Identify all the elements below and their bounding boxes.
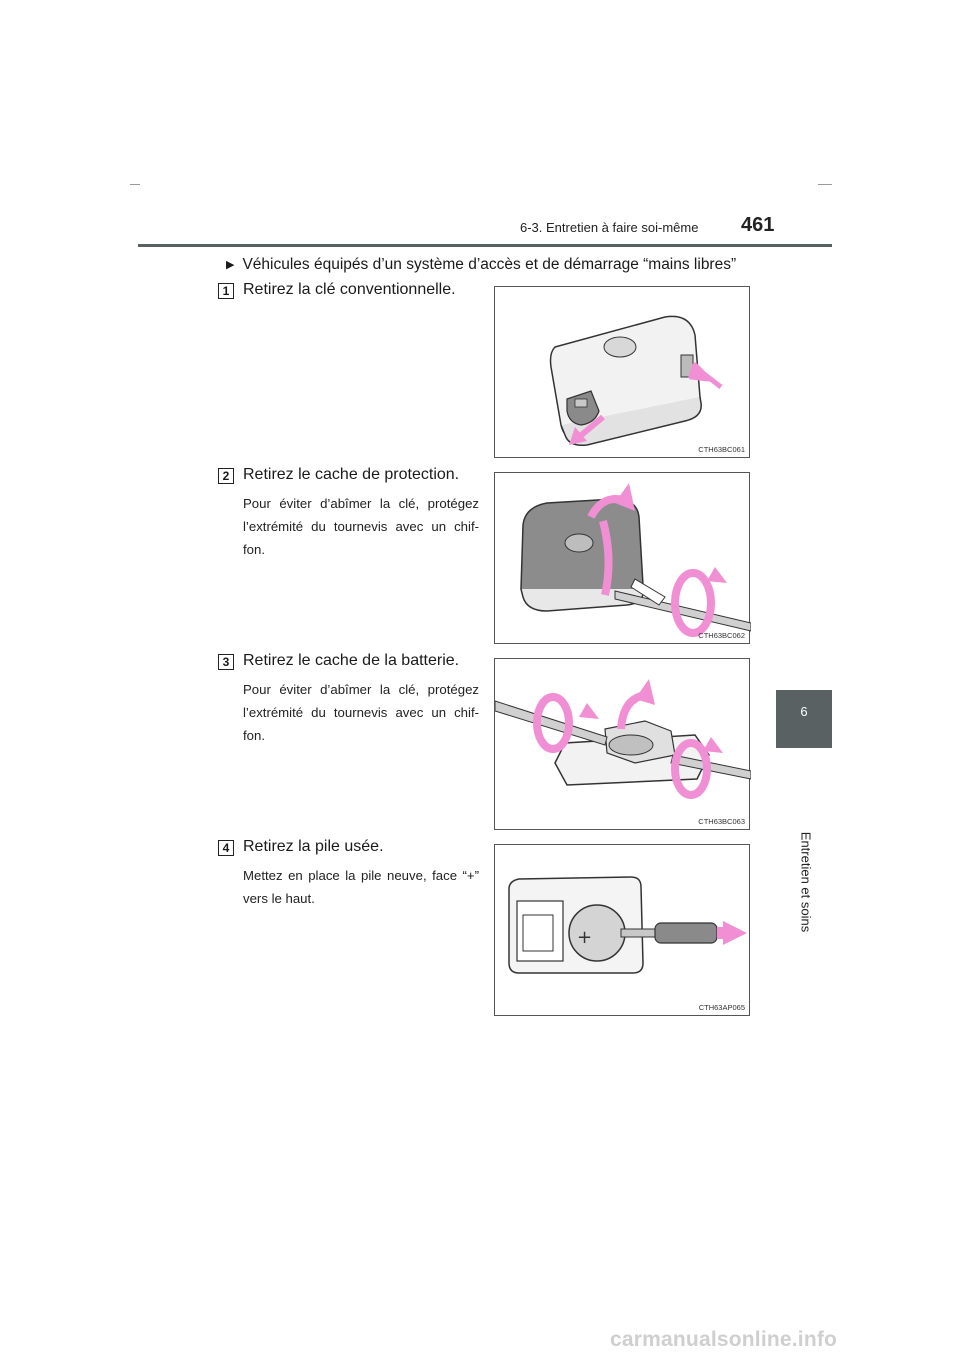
step-number-4: 4 [218, 840, 234, 856]
crop-mark-left [130, 184, 140, 185]
triangle-right-icon: ▶ [226, 259, 235, 271]
page-number: 461 [741, 214, 775, 236]
step-number-3: 3 [218, 654, 234, 670]
figure-step-1: CTH63BC061 [494, 286, 750, 458]
chapter-number: 6 [800, 704, 808, 719]
step-description-4: Mettez en place la pile neuve, face “+” … [243, 868, 479, 906]
intro-text: Véhicules équipés d’un système d’accès e… [242, 256, 737, 273]
chapter-label: Entretien et soins [796, 832, 816, 932]
battery-cover-removal-illustration [495, 679, 751, 799]
intro-line: ▶ Véhicules équipés d’un système d’accès … [226, 256, 736, 274]
crop-mark-right [818, 184, 832, 185]
figure-step-3: CTH63BC063 [494, 658, 751, 830]
step-title-2: Retirez le cache de protection. [243, 466, 460, 483]
figure-step-2: CTH63BC062 [494, 472, 751, 644]
figure-caption-2: CTH63BC062 [698, 631, 745, 640]
step-description-2: Pour éviter d’abîmer la clé, protégez l’… [243, 496, 479, 557]
battery-replacement-illustration: + [508, 876, 747, 974]
step-title-1: Retirez la clé conventionnelle. [243, 281, 456, 298]
step-title-4: Retirez la pile usée. [243, 838, 384, 855]
chapter-label-text: Entretien et soins [798, 831, 814, 933]
figure-caption-4: CTH63AP065 [698, 1003, 745, 1012]
figure-step-4: + CTH63AP065 [494, 844, 750, 1016]
step-number-2: 2 [218, 468, 234, 484]
section-title: 6-3. Entretien à faire soi-même [520, 220, 699, 235]
step-title-3: Retirez le cache de la batterie. [243, 652, 460, 669]
chapter-tab: 6 [776, 690, 832, 748]
step-description-3: Pour éviter d’abîmer la clé, protégez l’… [243, 682, 479, 743]
header-rule [138, 244, 832, 247]
key-fob-remove-key-illustration [549, 315, 723, 447]
svg-text:+: + [577, 927, 592, 948]
key-fob-protection-cover-illustration [520, 483, 751, 637]
figure-caption-3: CTH63BC063 [698, 817, 745, 826]
step-number-1: 1 [218, 283, 234, 299]
watermark: carmanualsonline.info [610, 1328, 838, 1351]
figure-caption-1: CTH63BC061 [698, 445, 745, 454]
